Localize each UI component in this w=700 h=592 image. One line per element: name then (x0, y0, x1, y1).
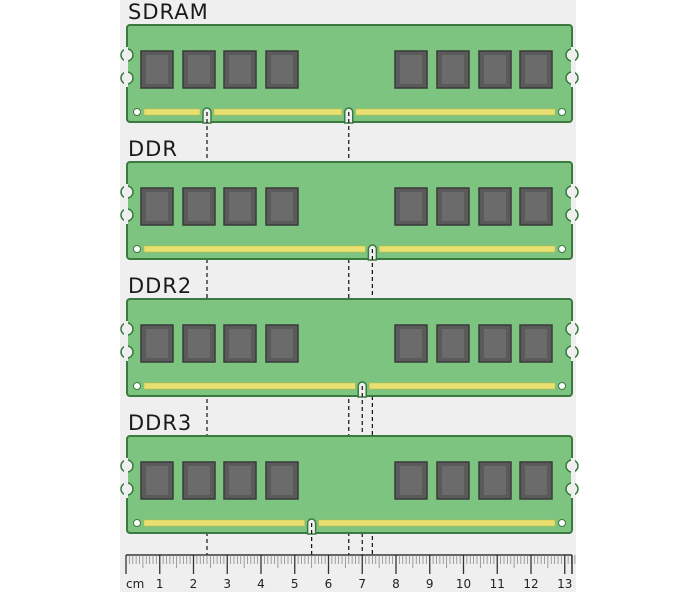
mount-hole (133, 245, 141, 253)
side-notch-cover (124, 47, 128, 87)
memory-chip-face (271, 466, 293, 495)
ruler-tick-label: 12 (523, 577, 538, 591)
memory-chip-face (484, 55, 506, 84)
gold-contacts (213, 108, 342, 116)
memory-chip-face (400, 55, 422, 84)
memory-chip-face (442, 466, 464, 495)
memory-chip-face (442, 329, 464, 358)
side-notch-cover (124, 321, 128, 361)
gold-contacts (143, 245, 366, 253)
memory-chip-face (146, 466, 168, 495)
gold-contacts (143, 382, 356, 390)
ruler-tick-label: 10 (456, 577, 471, 591)
memory-chip-face (188, 466, 210, 495)
module-label-sdram: SDRAM (128, 0, 209, 24)
ram-module-ddr3 (120, 435, 579, 535)
memory-chip-face (484, 192, 506, 221)
side-notch-cover (124, 184, 128, 224)
mount-hole (558, 245, 566, 253)
memory-chip-face (484, 329, 506, 358)
mount-hole (558, 382, 566, 390)
memory-chip-face (484, 466, 506, 495)
memory-chip-face (229, 192, 251, 221)
gold-contacts (143, 108, 201, 116)
ruler-tick-label: 11 (490, 577, 505, 591)
memory-chip-face (146, 55, 168, 84)
ram-module-ddr2 (120, 298, 579, 398)
side-notch-cover (571, 458, 575, 498)
memory-chip-face (146, 192, 168, 221)
memory-chip-face (188, 55, 210, 84)
memory-chip-face (525, 55, 547, 84)
gold-contacts (143, 519, 305, 527)
ruler-tick-label: 7 (358, 577, 366, 591)
ruler-unit-label: cm (126, 577, 144, 591)
mount-hole (133, 519, 141, 527)
memory-chip-face (229, 466, 251, 495)
memory-chip-face (525, 466, 547, 495)
memory-chip-face (400, 192, 422, 221)
ruler-tick-label: 8 (392, 577, 400, 591)
gold-contacts (355, 108, 556, 116)
ruler-tick-label: 9 (426, 577, 434, 591)
memory-chip-face (271, 329, 293, 358)
mount-hole (558, 108, 566, 116)
ruler-tick-label: 6 (325, 577, 333, 591)
module-label-ddr: DDR (128, 137, 178, 161)
ruler-tick-label: 2 (190, 577, 198, 591)
memory-chip-face (271, 192, 293, 221)
ruler-tick-label: 4 (257, 577, 265, 591)
ram-module-sdram (120, 24, 579, 124)
side-notch-cover (571, 184, 575, 224)
memory-chip-face (188, 192, 210, 221)
memory-chip-face (188, 329, 210, 358)
memory-chip-face (229, 329, 251, 358)
memory-chip-face (400, 329, 422, 358)
side-notch-cover (571, 321, 575, 361)
ram-module-ddr (120, 161, 579, 261)
mount-hole (558, 519, 566, 527)
ruler-tick-label: 13 (557, 577, 572, 591)
gold-contacts (318, 519, 556, 527)
ruler-tick-label: 5 (291, 577, 299, 591)
memory-chip-face (229, 55, 251, 84)
memory-chip-face (400, 466, 422, 495)
memory-chip-face (442, 192, 464, 221)
ruler-tick-label: 3 (223, 577, 231, 591)
module-label-ddr2: DDR2 (128, 274, 193, 298)
mount-hole (133, 108, 141, 116)
memory-chip-face (525, 329, 547, 358)
memory-chip-face (146, 329, 168, 358)
memory-chip-face (271, 55, 293, 84)
side-notch-cover (124, 458, 128, 498)
gold-contacts (379, 245, 556, 253)
memory-chip-face (442, 55, 464, 84)
ruler-tick-label: 1 (156, 577, 164, 591)
module-label-ddr3: DDR3 (128, 411, 193, 435)
mount-hole (133, 382, 141, 390)
side-notch-cover (571, 47, 575, 87)
gold-contacts (369, 382, 556, 390)
memory-chip-face (525, 192, 547, 221)
